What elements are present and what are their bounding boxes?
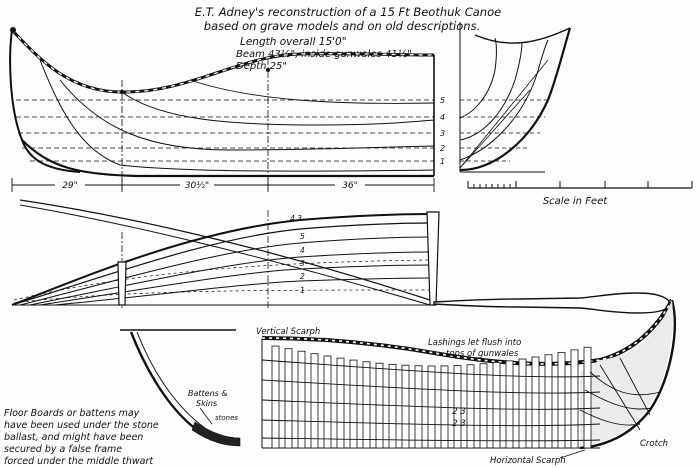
waterlines <box>16 99 434 162</box>
floor-note-line-5: forced under the middle thwart <box>4 456 154 467</box>
spec-length: Length overall 15'0" <box>240 36 347 48</box>
battens-label: Battens & <box>188 389 228 398</box>
frame-mark-3: 2 <box>452 419 458 429</box>
half-breadth-diagonal <box>19 199 431 301</box>
crotch-label: Crotch <box>640 439 668 449</box>
station-spacing-2: 30½" <box>185 181 209 191</box>
frame-rib <box>479 363 488 449</box>
waterline-label-5: 5 <box>440 96 445 105</box>
lashings-label: Lashings let flush into <box>428 338 521 348</box>
half-breadth-label-2: 2 <box>300 272 305 281</box>
bow-stem-head <box>10 27 16 33</box>
half-breadth-gunwale <box>11 213 431 306</box>
battens <box>261 359 601 442</box>
half-breadth-label-3: 3 <box>300 259 305 268</box>
paddle <box>433 292 671 314</box>
frame-mark-2: 3 <box>460 407 466 417</box>
body-plan-view <box>459 22 572 173</box>
half-breadth-label-1: 1 <box>300 286 305 295</box>
scale-label: Scale in Feet <box>543 196 608 207</box>
frame-rib <box>453 365 462 449</box>
waterline-label-3: 3 <box>440 129 445 138</box>
frame-rib <box>544 354 553 449</box>
frame-rib <box>570 349 579 449</box>
buttock-line-4 <box>189 79 435 104</box>
waterline-label-1: 1 <box>440 157 445 166</box>
lashings-label-2: tops of gunwales <box>446 349 519 359</box>
floor-note-line-3: ballast, and might have been <box>4 432 143 443</box>
frame-rib <box>492 362 501 449</box>
sheer-hatching <box>11 29 435 93</box>
waterline-label-2: 2 <box>440 144 445 153</box>
half-breadth-label-43: 4 3 <box>290 214 302 223</box>
frames <box>271 345 592 449</box>
scale-bar: Scale in Feet <box>467 181 693 207</box>
hull-section-detail: Battens & Skins stones <box>120 329 241 447</box>
horizontal-scarph-label: Horizontal Scarph <box>490 456 566 466</box>
frame-rib <box>557 351 566 449</box>
profile-view: 5 4 3 2 1 <box>9 27 445 190</box>
thwart-middle <box>426 211 440 306</box>
midship-section <box>459 27 572 172</box>
buttock-line-2 <box>59 79 435 151</box>
frame-rib <box>375 362 384 449</box>
thwart-forward <box>117 261 127 306</box>
station-lines <box>121 58 269 190</box>
title-line-2: based on grave models and on old descrip… <box>204 19 480 33</box>
station-spacing-3: 36" <box>342 181 358 191</box>
buttock-line-3 <box>121 91 435 126</box>
stones-label: stones <box>215 414 238 422</box>
skins-label: Skins <box>196 399 217 408</box>
frame-rib <box>583 346 592 449</box>
floor-note-line-2: have been used under the stone <box>4 420 159 431</box>
frame-rib <box>297 350 306 449</box>
station-spacing-1: 29" <box>62 181 78 191</box>
frame-rib <box>466 364 475 449</box>
frame-rib <box>518 358 527 449</box>
vertical-scarph-label: Vertical Scarph <box>256 327 320 337</box>
frame-rib <box>271 345 280 449</box>
half-breadth-view: 4 3 5 4 3 2 1 <box>11 199 440 310</box>
frame-rib <box>310 353 319 449</box>
buttock-line-1 <box>39 59 435 172</box>
section-gunwale <box>474 27 571 44</box>
frame-mark-1: 2 <box>452 407 458 417</box>
interior-end-stem <box>579 299 676 450</box>
frame-rib <box>505 360 514 449</box>
floor-note-line-4: secured by a false frame <box>4 444 122 455</box>
half-breadth-label-4: 4 <box>300 246 305 255</box>
half-breadth-label-5: 5 <box>300 232 305 241</box>
bow-stem <box>9 29 81 173</box>
frame-mark-4: 3 <box>460 419 466 429</box>
frame-rib <box>531 356 540 449</box>
interior-construction-view: 2 3 2 3 Vertical Scarph Lashings let flu… <box>256 299 676 466</box>
frame-rib <box>388 363 397 449</box>
keel-line <box>21 139 434 178</box>
spec-depth: Depth 25" <box>236 61 287 72</box>
station-dimensions: 29" 30½" 36" <box>11 178 435 192</box>
waterline-label-4: 4 <box>440 113 445 122</box>
section-stone-ballast <box>191 421 241 447</box>
frame-rib <box>323 355 332 449</box>
title-line-1: E.T. Adney's reconstruction of a 15 Ft B… <box>195 5 501 19</box>
frame-rib <box>284 348 293 449</box>
floor-note: Floor Boards or battens may have been us… <box>4 408 159 467</box>
paddle-outline <box>433 292 671 314</box>
floor-note-line-1: Floor Boards or battens may <box>4 408 140 419</box>
